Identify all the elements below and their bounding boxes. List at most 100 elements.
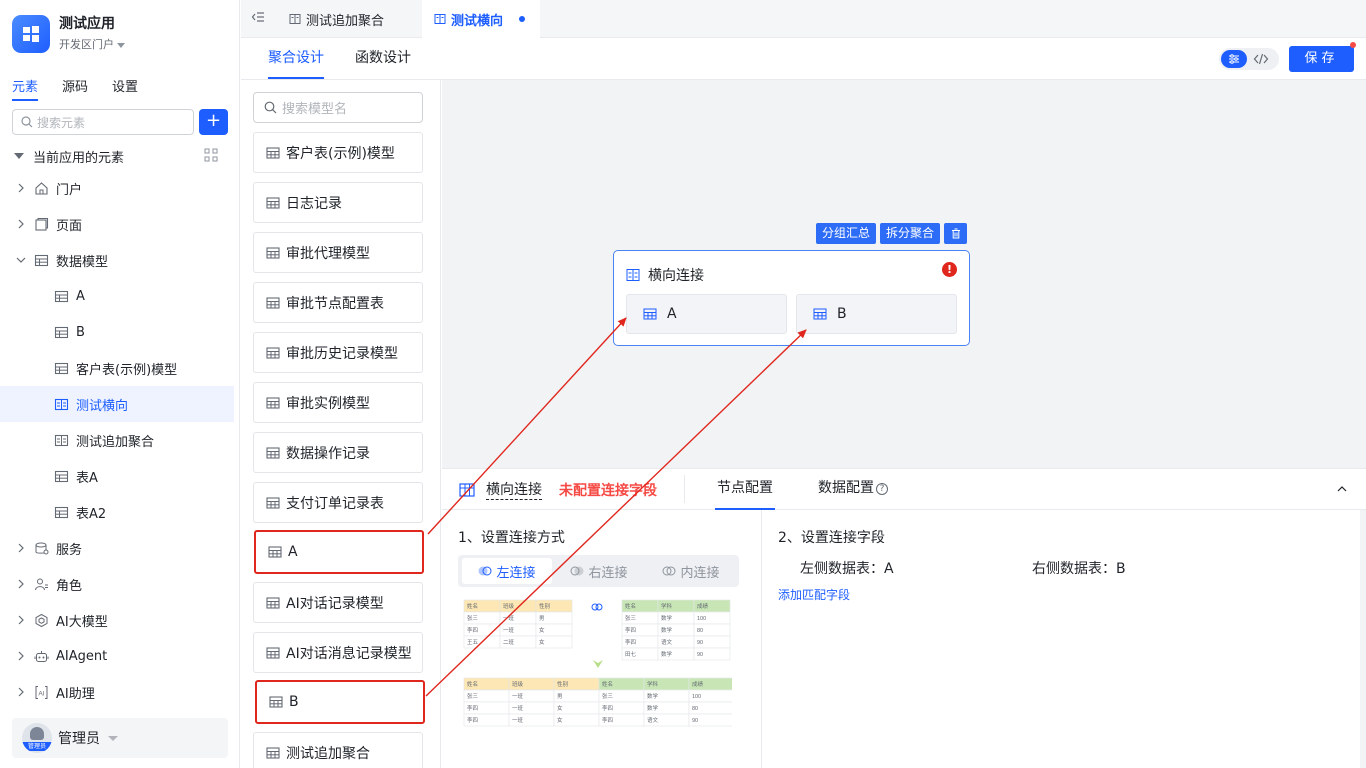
page-icon: [35, 217, 49, 231]
model-list-item[interactable]: 测试追加聚合: [253, 732, 423, 768]
avatar: 管理员: [22, 723, 52, 753]
config-node-name[interactable]: 横向连接: [486, 481, 542, 500]
tab-settings[interactable]: 设置: [112, 80, 139, 95]
tree-item-pages[interactable]: 页面: [0, 206, 234, 242]
model-label: AI对话消息记录模型: [286, 645, 412, 662]
join-slot-right[interactable]: B: [796, 294, 957, 334]
illustration-text: 张三: [602, 692, 614, 700]
tree-item-label: 门户: [56, 182, 83, 198]
delete-node-button[interactable]: [944, 223, 968, 244]
save-button[interactable]: 保存: [1289, 46, 1354, 72]
chevron-right-icon: [18, 183, 24, 193]
left-join-icon: [478, 566, 492, 576]
element-search-input[interactable]: 搜索元素: [12, 109, 194, 135]
illustration-text: 张三: [467, 692, 479, 700]
illustration-text: 姓名: [602, 680, 613, 688]
tab-data-config[interactable]: 数据配置?: [818, 469, 888, 510]
model-label: 审批节点配置表: [286, 295, 384, 312]
tree-item-services[interactable]: 服务: [0, 530, 234, 566]
group-summary-button[interactable]: 分组汇总: [816, 223, 877, 244]
help-icon[interactable]: ?: [876, 483, 888, 495]
tree-item-table-a[interactable]: 表A: [0, 458, 234, 494]
user-menu[interactable]: 管理员 管理员: [12, 718, 228, 758]
model-list-item[interactable]: 审批代理模型: [253, 232, 423, 273]
tree-item-model-b[interactable]: B: [0, 314, 234, 350]
tree-item-ai-agent[interactable]: AIAgent: [0, 638, 234, 674]
tree-item-label: 客户表(示例)模型: [76, 362, 178, 378]
table-icon: [34, 254, 49, 266]
illustration-text: 女: [557, 704, 563, 712]
tab-elements[interactable]: 元素: [12, 76, 39, 101]
app-header[interactable]: 测试应用 开发区门户: [12, 14, 125, 54]
add-match-field-link[interactable]: 添加匹配字段: [778, 588, 851, 602]
model-list-item[interactable]: A: [254, 530, 424, 574]
tab-test-horizontal[interactable]: 测试横向: [422, 0, 540, 38]
model-label: 数据操作记录: [286, 445, 370, 462]
tree-item-label: A: [76, 288, 85, 304]
table-icon: [266, 596, 280, 609]
view-mode-toggle[interactable]: [1219, 48, 1279, 70]
split-aggregate-button[interactable]: 拆分聚合: [880, 223, 941, 244]
model-list-item[interactable]: 审批节点配置表: [253, 282, 423, 323]
model-list-item[interactable]: 客户表(示例)模型: [253, 132, 423, 173]
tree-item-label: 表A2: [76, 506, 107, 522]
model-search-input[interactable]: 搜索模型名: [253, 92, 423, 123]
add-element-button[interactable]: +: [199, 109, 228, 135]
model-list-item[interactable]: 数据操作记录: [253, 432, 423, 473]
chevron-up-icon[interactable]: [1336, 483, 1348, 495]
tree-item-ai-assistant[interactable]: AI AI助理: [0, 674, 234, 710]
tab-source[interactable]: 源码: [62, 80, 89, 95]
model-list-item[interactable]: 审批实例模型: [253, 382, 423, 423]
model-list-item[interactable]: AI对话记录模型: [253, 582, 423, 623]
model-list-item[interactable]: 审批历史记录模型: [253, 332, 423, 373]
tree-item-model-a[interactable]: A: [0, 278, 234, 314]
illustration-text: 数学: [647, 692, 659, 700]
tree-item-portal[interactable]: 门户: [0, 170, 234, 206]
tree-item-label: AIAgent: [56, 648, 108, 664]
right-join-option[interactable]: 右连接: [554, 558, 644, 584]
chevron-right-icon: [18, 615, 24, 625]
tree-item-roles[interactable]: 角色: [0, 566, 234, 602]
element-tree: 门户 页面 数据模型 A B 客户表(示例)模型 测试横向: [0, 170, 234, 710]
step-join-fields: 2、设置连接字段: [778, 530, 885, 546]
join-method-section: 1、设置连接方式 左连接 右连接 内连接 姓名班级性别张三一班男李四一班女王五二…: [442, 510, 762, 768]
illustration-text: 80: [697, 628, 703, 634]
tree-item-customer-model[interactable]: 客户表(示例)模型: [0, 350, 234, 386]
tab-function-design[interactable]: 函数设计: [355, 50, 411, 66]
tab-node-config[interactable]: 节点配置: [715, 469, 775, 510]
settings-view-icon[interactable]: [1221, 50, 1247, 68]
tree-item-test-append[interactable]: 测试追加聚合: [0, 422, 234, 458]
horizontal-join-node[interactable]: 横向连接 ! A B: [613, 250, 970, 346]
left-join-option[interactable]: 左连接: [462, 558, 552, 584]
grouping-icon[interactable]: [204, 148, 218, 162]
tree-item-ai-model[interactable]: AI大模型: [0, 602, 234, 638]
tab-aggregate-design[interactable]: 聚合设计: [268, 38, 324, 79]
model-label: A: [288, 544, 298, 560]
table-icon: [266, 496, 280, 509]
scrollbar[interactable]: [1360, 510, 1366, 768]
illustration-text: 性别: [539, 602, 550, 610]
collapse-sidebar-icon[interactable]: [251, 10, 265, 24]
model-label: 审批代理模型: [286, 245, 370, 262]
model-list-item[interactable]: 日志记录: [253, 182, 423, 223]
code-view-icon[interactable]: [1253, 52, 1269, 66]
tree-item-data-models[interactable]: 数据模型: [0, 242, 234, 278]
model-list-item[interactable]: 支付订单记录表: [253, 482, 423, 523]
model-label: 审批实例模型: [286, 395, 370, 412]
model-list-item[interactable]: B: [255, 680, 425, 724]
tree-item-label: 角色: [56, 578, 83, 594]
model-label: AI对话记录模型: [286, 595, 384, 612]
join-slot-left[interactable]: A: [626, 294, 787, 334]
tree-item-table-a2[interactable]: 表A2: [0, 494, 234, 530]
table-icon: [643, 308, 657, 320]
tree-item-label: 服务: [56, 542, 83, 558]
table-icon: [266, 346, 280, 359]
portal-selector[interactable]: 开发区门户: [59, 36, 125, 54]
inner-join-option[interactable]: 内连接: [646, 558, 736, 584]
model-list-item[interactable]: AI对话消息记录模型: [253, 632, 423, 673]
tab-test-append[interactable]: 测试追加聚合: [277, 0, 396, 38]
tree-section-current-app[interactable]: 当前应用的元素: [14, 147, 224, 166]
tab-label: 测试追加聚合: [306, 13, 385, 29]
tree-item-test-horizontal[interactable]: 测试横向: [0, 386, 234, 422]
